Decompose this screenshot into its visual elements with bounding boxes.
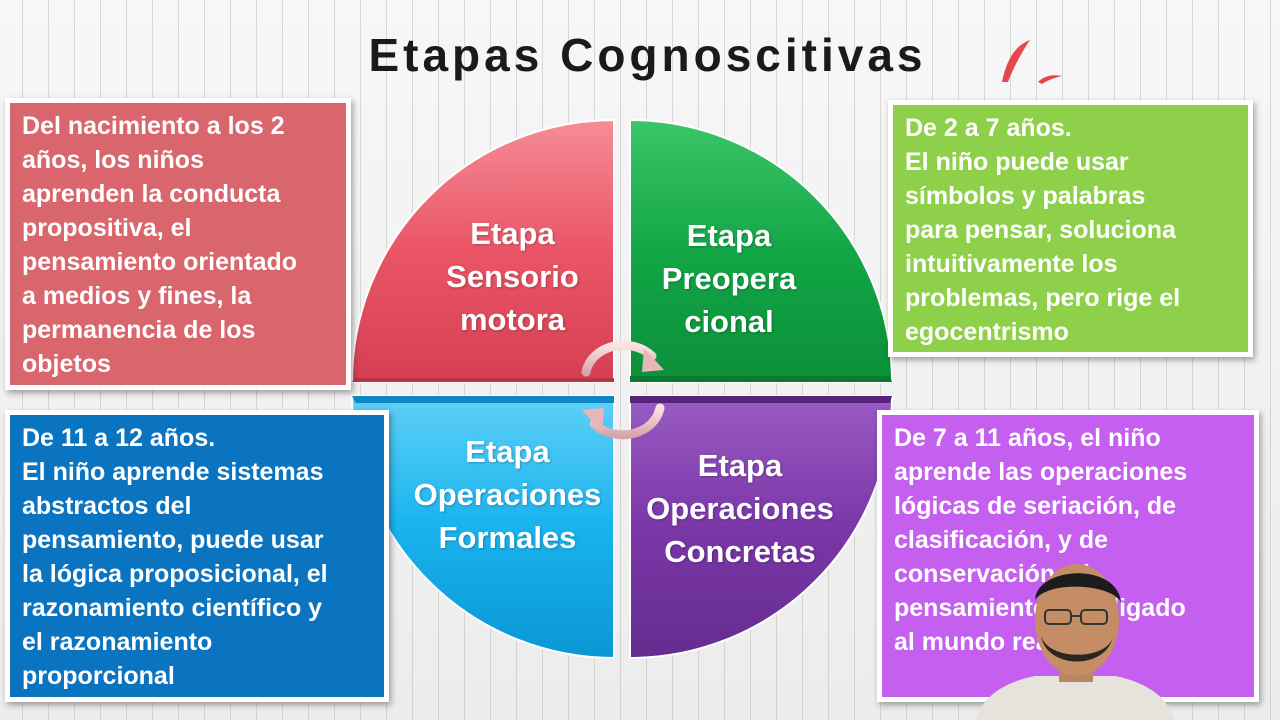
page-title: Etapas Cognoscitivas	[368, 29, 927, 81]
quadrant-preoperacional	[629, 118, 894, 383]
leaf-swoosh-icon	[1002, 40, 1062, 84]
quadrant-sensoriomotora	[350, 118, 615, 383]
cycle-arrows-icon	[581, 340, 665, 440]
quadrant-operaciones-formales	[350, 395, 615, 660]
description-box-preoperacional: De 2 a 7 años. El niño puede usar símbol…	[888, 100, 1253, 357]
label-operaciones-formales: Etapa Operaciones Formales	[413, 434, 602, 555]
description-box-operaciones-formales: De 11 a 12 años. El niño aprende sistema…	[5, 410, 389, 702]
label-sensoriomotora: Etapa Sensorio motora	[446, 216, 579, 337]
label-operaciones-concretas: Etapa Operaciones Concretas	[646, 448, 834, 569]
label-preoperacional: Etapa Preopera cional	[661, 218, 797, 339]
quadrant-operaciones-concretas	[629, 395, 894, 660]
description-box-sensoriomotora: Del nacimiento a los 2 años, los niños a…	[5, 98, 351, 390]
presenter-video-overlay	[975, 564, 1175, 720]
